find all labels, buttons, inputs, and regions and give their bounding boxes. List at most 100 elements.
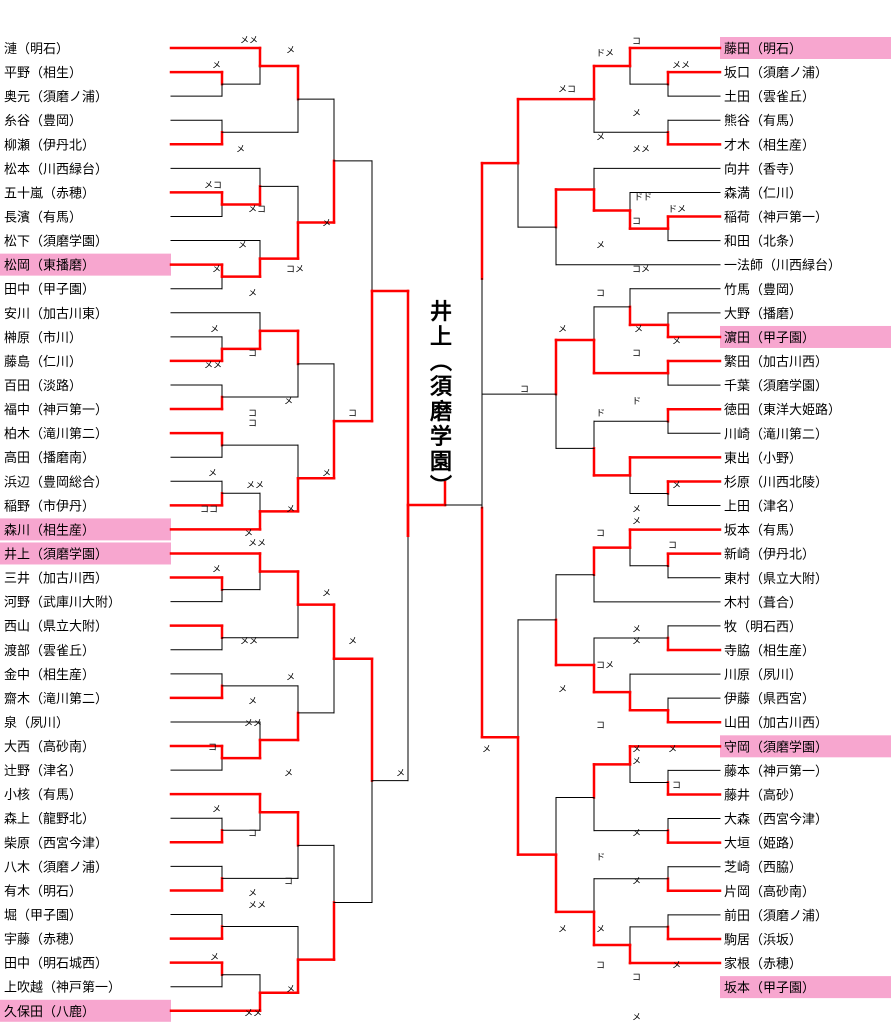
result-mark: メ	[632, 505, 641, 515]
result-mark: メ	[210, 953, 219, 963]
result-mark: メ	[322, 589, 331, 599]
result-mark: メ	[348, 637, 357, 647]
result-mark: ドメ	[596, 49, 614, 59]
result-mark: メ	[668, 745, 677, 755]
player-label: 新崎（伊丹北）	[724, 547, 815, 563]
result-mark: メ	[632, 757, 641, 767]
result-mark: メ	[632, 745, 641, 755]
champion-char: 上	[429, 325, 452, 350]
player-label: 長濱（有馬）	[4, 210, 82, 225]
result-mark: メ	[322, 219, 331, 229]
player-label: 安川（加古川東）	[4, 306, 108, 322]
result-marks: メメメメメメコメコメメコメメメメコメメメココメメメメメココメメメコメメメメメメメ…	[200, 36, 690, 1023]
result-mark: コ	[520, 385, 529, 395]
result-mark: コ	[248, 829, 257, 839]
result-mark: メ	[632, 625, 641, 635]
player-label: 杉原（川西北陵）	[724, 475, 828, 490]
result-mark: メ	[236, 145, 245, 155]
player-label: 寺脇（相生産）	[724, 643, 815, 659]
player-label: 大西（高砂南）	[4, 739, 95, 755]
result-mark: メ	[558, 685, 567, 695]
player-label: 井上（須磨学園）	[4, 546, 108, 562]
player-label: 坂本（有馬）	[724, 524, 802, 539]
result-mark: ドメ	[668, 205, 686, 215]
champion-char: ︵	[429, 350, 452, 375]
result-mark: メ	[632, 829, 641, 839]
result-mark: メメ	[244, 1009, 262, 1019]
player-label: 徳田（東洋大姫路）	[724, 402, 841, 418]
highlight-row	[0, 542, 171, 565]
player-label: 東村（県立大附）	[724, 571, 828, 587]
result-mark: メ	[596, 133, 605, 143]
player-label: 藤田（明石）	[724, 42, 802, 57]
player-label: 木村（葺合）	[724, 596, 802, 611]
player-label: 駒居（浜坂）	[724, 933, 802, 948]
player-label: 坂本（甲子園）	[724, 981, 815, 996]
result-mark: メ	[286, 46, 295, 56]
result-mark: コ	[596, 289, 605, 299]
player-label: 坂口（須磨ノ浦）	[724, 66, 828, 81]
champion-char: 学	[429, 425, 452, 450]
player-label: 漣（明石）	[4, 42, 69, 57]
player-label: 向井（香寺）	[724, 161, 802, 177]
player-label: 松下（須磨学園）	[4, 234, 108, 250]
result-mark: コ	[632, 37, 641, 47]
champion-char: 須	[429, 375, 452, 400]
player-label: 片岡（高砂南）	[724, 884, 815, 900]
result-mark: メメ	[204, 361, 222, 371]
highlight-row	[720, 37, 891, 59]
player-label: 柳瀬（伊丹北）	[4, 138, 95, 153]
result-mark: メ	[212, 265, 221, 275]
player-label: 泉（夙川）	[4, 715, 69, 731]
result-mark: メメ	[246, 481, 264, 491]
player-label: 宇藤（赤穂）	[4, 933, 82, 948]
player-label: 山田（加古川西）	[724, 716, 828, 731]
result-mark: メ	[210, 325, 219, 335]
result-mark: メ	[482, 745, 491, 755]
player-label: 三井（加古川西）	[4, 572, 108, 587]
player-label: 繁田（加古川西）	[724, 354, 828, 370]
player-label: 平野（相生）	[4, 66, 82, 81]
result-mark: メ	[632, 637, 641, 647]
player-label: 西山（県立大附）	[4, 620, 108, 635]
highlight-row	[720, 735, 891, 758]
result-mark: コ	[248, 419, 257, 429]
player-label: 久保田（八鹿）	[4, 1004, 95, 1020]
player-label: 上吹越（神戸第一）	[4, 981, 121, 996]
player-label: 藤井（高砂）	[724, 787, 802, 803]
result-mark: メ	[286, 985, 295, 995]
player-label: 柏木（滝川第二）	[4, 427, 108, 442]
result-mark: メ	[596, 925, 605, 935]
player-label: 才木（相生産）	[724, 137, 815, 153]
player-label: 堀（甲子園）	[4, 909, 82, 924]
result-mark: コ	[348, 409, 357, 419]
player-label: 藤島（仁川）	[4, 355, 82, 370]
bracket-lines	[169, 46, 722, 1013]
player-label: 河野（武庫川大附）	[4, 596, 121, 611]
highlight-row	[0, 999, 171, 1022]
result-mark: メコ	[558, 85, 576, 95]
champion-char: ︶	[429, 475, 452, 500]
highlight-layer	[0, 37, 891, 1022]
player-label: 濵田（甲子園）	[724, 331, 815, 346]
result-mark: メ	[596, 241, 605, 251]
player-label: 大垣（姫路）	[724, 836, 802, 852]
result-mark: メ	[212, 61, 221, 71]
player-label: 熊谷（有馬）	[724, 113, 802, 129]
player-label: 東出（小野）	[724, 450, 802, 466]
highlight-row	[0, 518, 171, 541]
result-mark: メ	[558, 925, 567, 935]
player-label: 芝崎（西脇）	[724, 860, 802, 876]
champion-char: 園	[429, 450, 452, 475]
player-label: 渡部（雲雀丘）	[4, 643, 95, 659]
result-mark: メ	[212, 565, 221, 575]
result-mark: メ	[632, 1013, 641, 1023]
player-label: 高田（播磨南）	[4, 450, 95, 466]
result-mark: メ	[632, 109, 641, 119]
result-mark: ド	[632, 397, 641, 407]
result-mark: メ	[632, 517, 641, 527]
player-label: 土田（雲雀丘）	[724, 90, 815, 105]
result-mark: コ	[632, 973, 641, 983]
player-label: 奥元（須磨ノ浦）	[4, 90, 108, 105]
highlight-row	[720, 325, 891, 348]
